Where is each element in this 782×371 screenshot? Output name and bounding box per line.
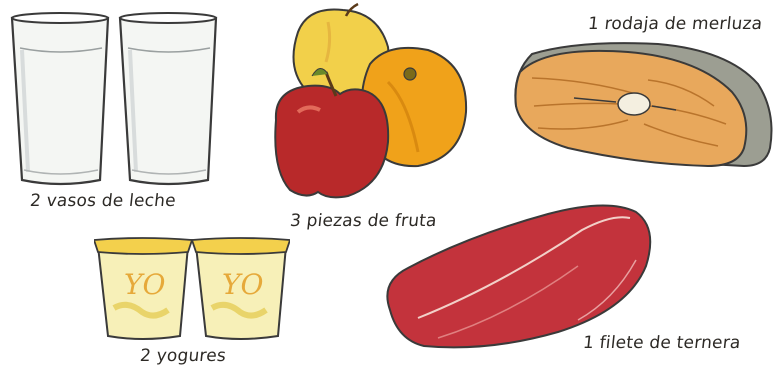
beef-illustration <box>378 200 656 354</box>
svg-text:YO: YO <box>222 268 263 301</box>
yogurt-label: 2 yogures <box>138 346 228 366</box>
milk-glasses-illustration <box>8 10 223 190</box>
svg-text:YO: YO <box>124 268 165 301</box>
fruit-pile-icon <box>274 2 468 199</box>
fruit-illustration <box>268 2 483 202</box>
beef-fillet-icon <box>386 204 652 349</box>
yogurt-illustration: YO YO <box>94 236 290 340</box>
hake-slice-icon <box>514 42 773 168</box>
milk-label: 2 vasos de leche <box>28 191 177 211</box>
beef-label: 1 filete de ternera <box>581 333 742 353</box>
milk-glasses-icon <box>10 12 218 186</box>
fish-label: 1 rodaja de merluza <box>586 14 764 34</box>
fish-illustration <box>508 36 780 176</box>
yogurt-cups-icon: YO YO <box>94 237 290 340</box>
